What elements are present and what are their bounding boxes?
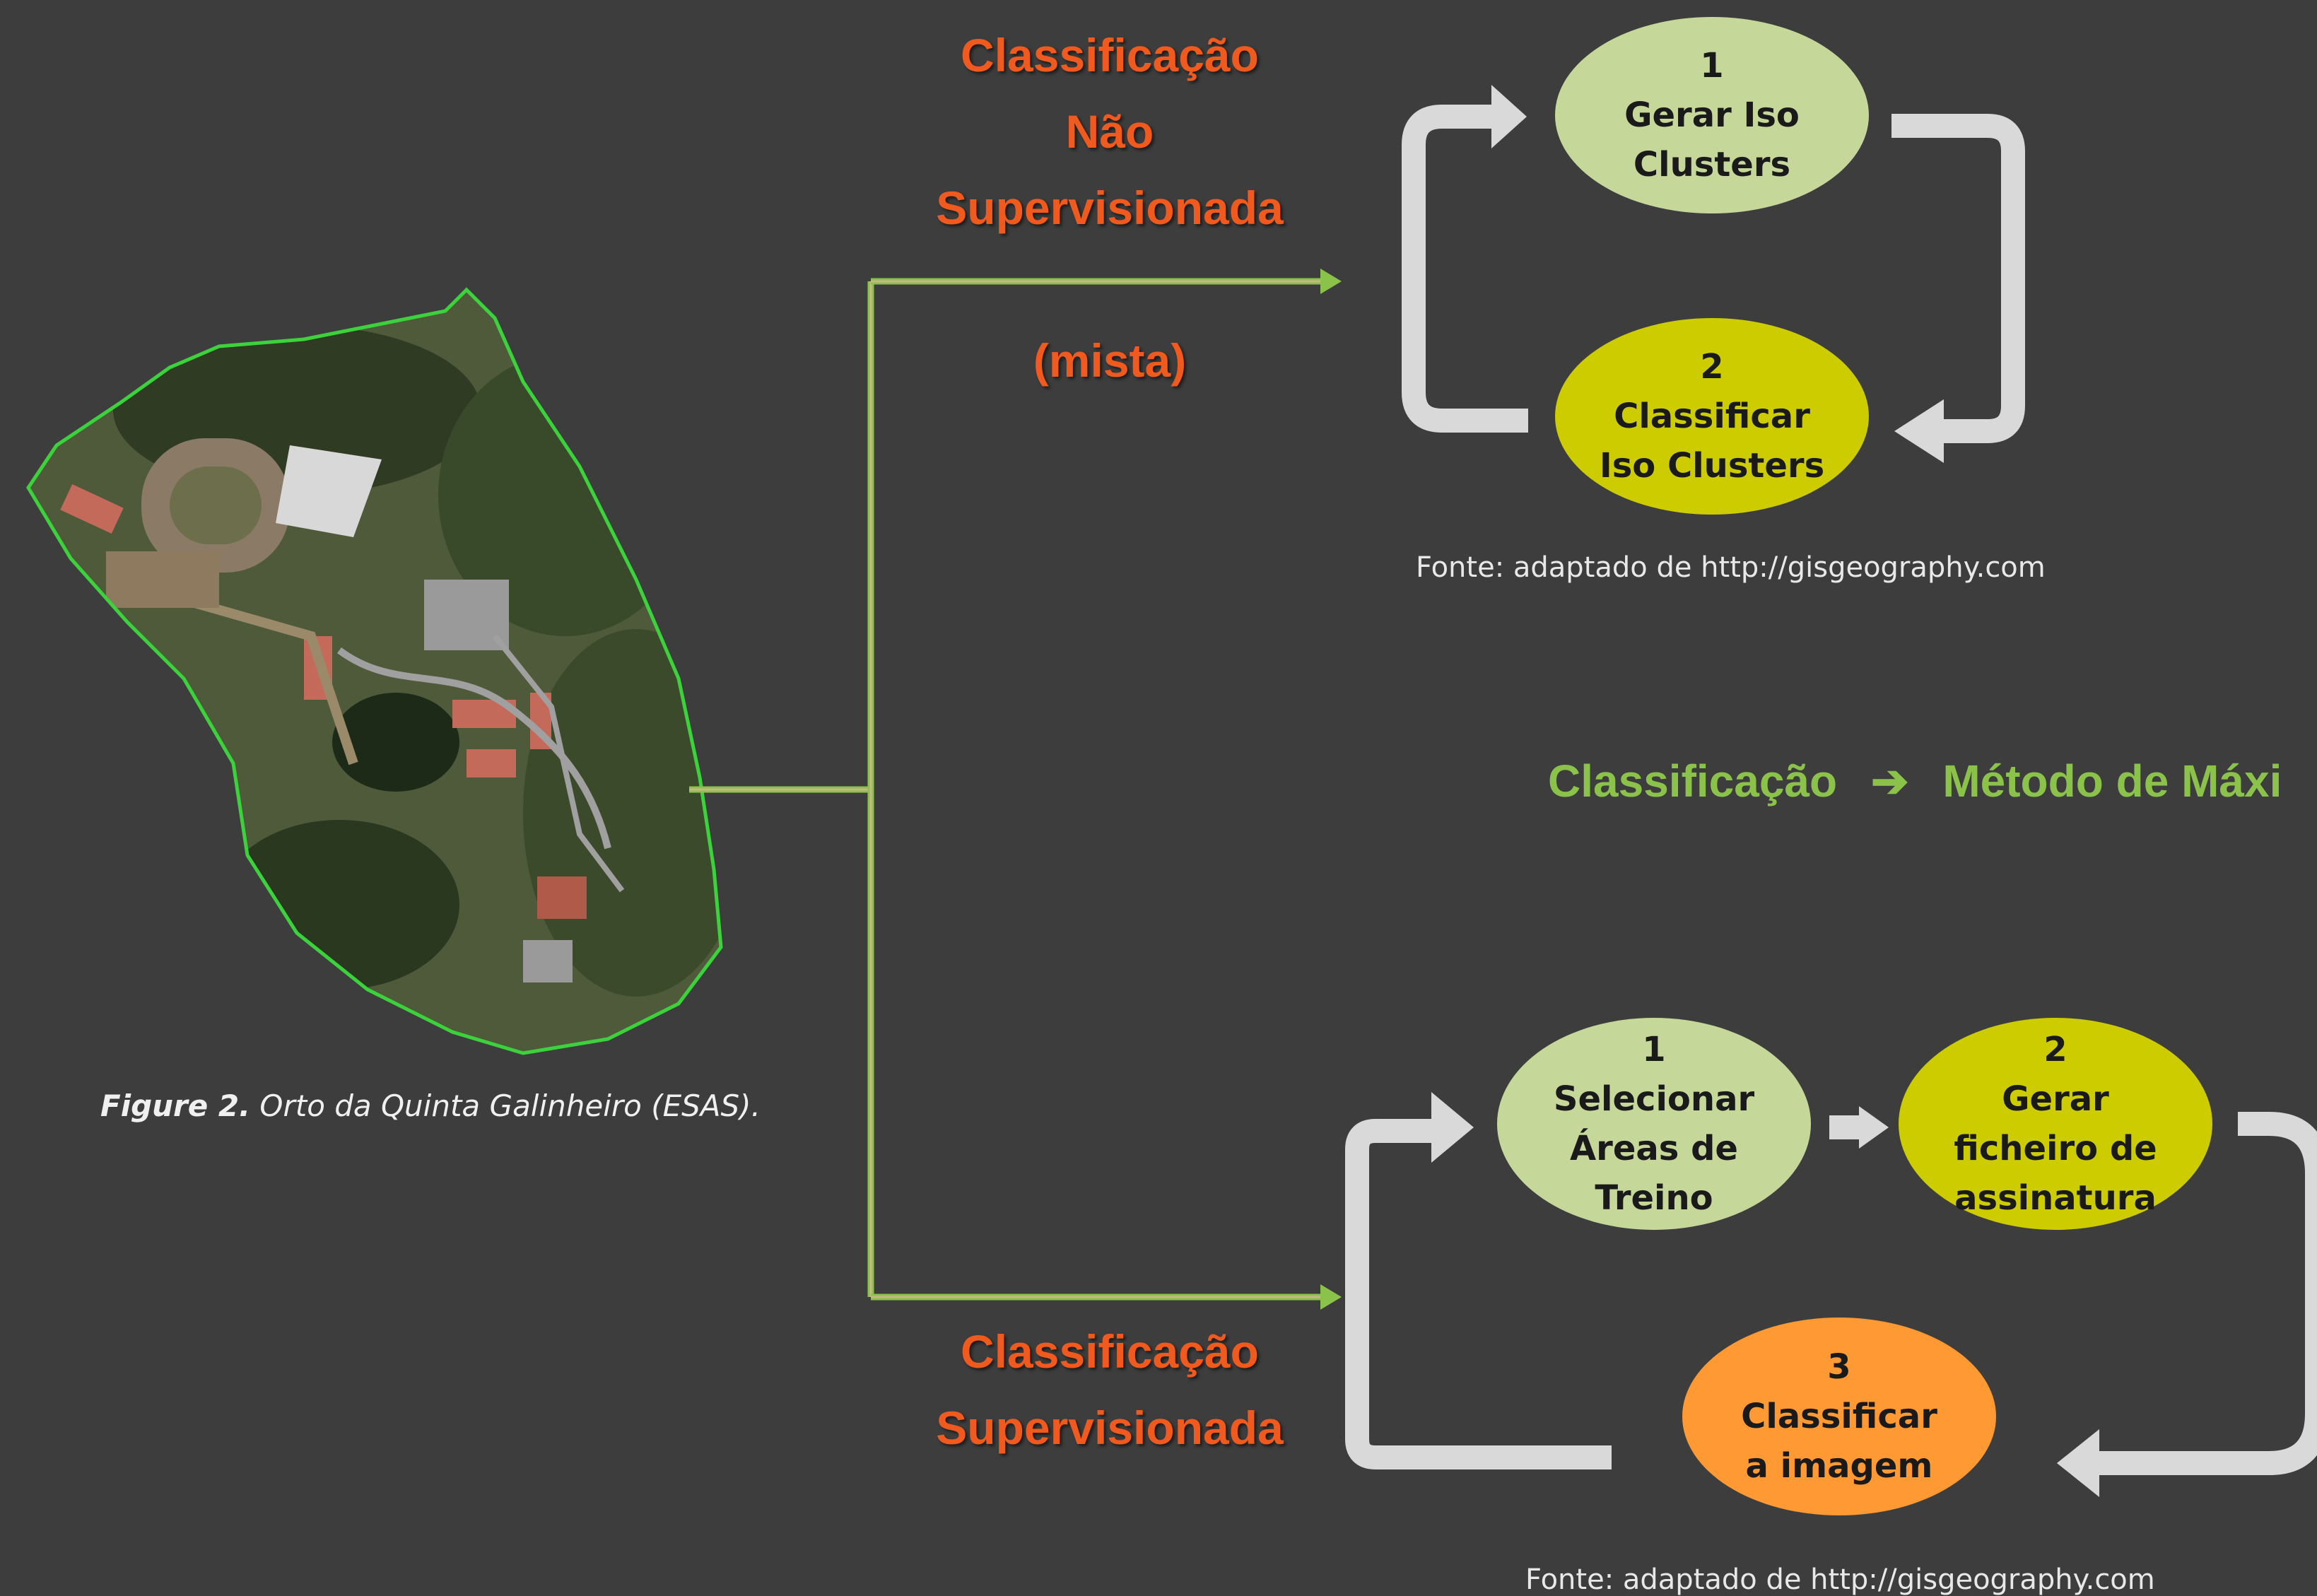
supervised-node-3: 3 Classificar a imagem: [1682, 1318, 1996, 1515]
supervised-node-1: 1 Selecionar Áreas de Treino: [1497, 1018, 1811, 1230]
unsupervised-node-1-line-2: Clusters: [1633, 145, 1791, 184]
supervised-title-line-2: Supervisionada: [936, 1402, 1284, 1454]
supervised-node-1-line-1: Selecionar: [1553, 1079, 1755, 1119]
supervised-source: Fonte: adaptado de http://gisgeography.c…: [1525, 1563, 2155, 1596]
figure-caption: Figure 2. Orto da Quinta Galinheiro (ESA…: [100, 1089, 761, 1123]
supervised-node-1-line-3: Treino: [1595, 1178, 1713, 1218]
unsupervised-node-2: 2 Classificar Iso Clusters: [1555, 318, 1869, 515]
unsupervised-subtitle: (mista): [1033, 334, 1187, 387]
orthophoto-image: [26, 287, 723, 1055]
method-arrow-icon: ➔: [1870, 756, 1909, 806]
supervised-node-1-line-2: Áreas de: [1570, 1129, 1738, 1168]
method-heading-left: Classificação: [1548, 756, 1838, 806]
supervised-title-line-1: Classificação: [961, 1325, 1259, 1378]
unsupervised-node-1: 1 Gerar Iso Clusters: [1555, 17, 1869, 213]
unsupervised-node-1-number: 1: [1700, 46, 1724, 86]
supervised-node-3-number: 3: [1827, 1347, 1851, 1387]
unsupervised-source: Fonte: adaptado de http://gisgeography.c…: [1416, 551, 2046, 584]
method-heading-right: Método de Máxi: [1942, 756, 2282, 806]
unsupervised-title-line-1: Classificação: [961, 29, 1259, 81]
unsupervised-title-line-3: Supervisionada: [936, 182, 1284, 234]
supervised-node-2-line-2: ficheiro de: [1954, 1129, 2157, 1168]
unsupervised-title: Classificação Não Supervisionada (mista): [891, 17, 1329, 399]
supervised-title: Classificação Supervisionada: [891, 1313, 1329, 1466]
figure-caption-text: Orto da Quinta Galinheiro (ESAS).: [250, 1089, 761, 1123]
supervised-node-2-line-3: assinatura: [1954, 1178, 2157, 1218]
supervised-node-2-number: 2: [2043, 1030, 2067, 1069]
unsupervised-node-2-line-2: Iso Clusters: [1599, 446, 1825, 486]
unsupervised-node-1-line-1: Gerar Iso: [1624, 95, 1800, 135]
supervised-node-2: 2 Gerar ficheiro de assinatura: [1899, 1018, 2212, 1230]
unsupervised-node-2-number: 2: [1700, 347, 1724, 387]
unsupervised-node-2-line-1: Classificar: [1614, 397, 1810, 436]
method-heading: Classificação ➔ Método de Máxi: [1548, 755, 2282, 808]
figure-caption-label: Figure 2.: [100, 1089, 251, 1123]
supervised-node-2-line-1: Gerar: [2002, 1079, 2109, 1119]
unsupervised-title-line-2: Não: [1065, 105, 1154, 158]
supervised-node-1-number: 1: [1642, 1030, 1666, 1069]
supervised-node-3-line-1: Classificar: [1741, 1397, 1937, 1436]
arrowhead-top: [1320, 269, 1342, 294]
arrowhead-bottom: [1320, 1284, 1342, 1310]
supervised-node-3-line-2: a imagem: [1745, 1446, 1933, 1486]
